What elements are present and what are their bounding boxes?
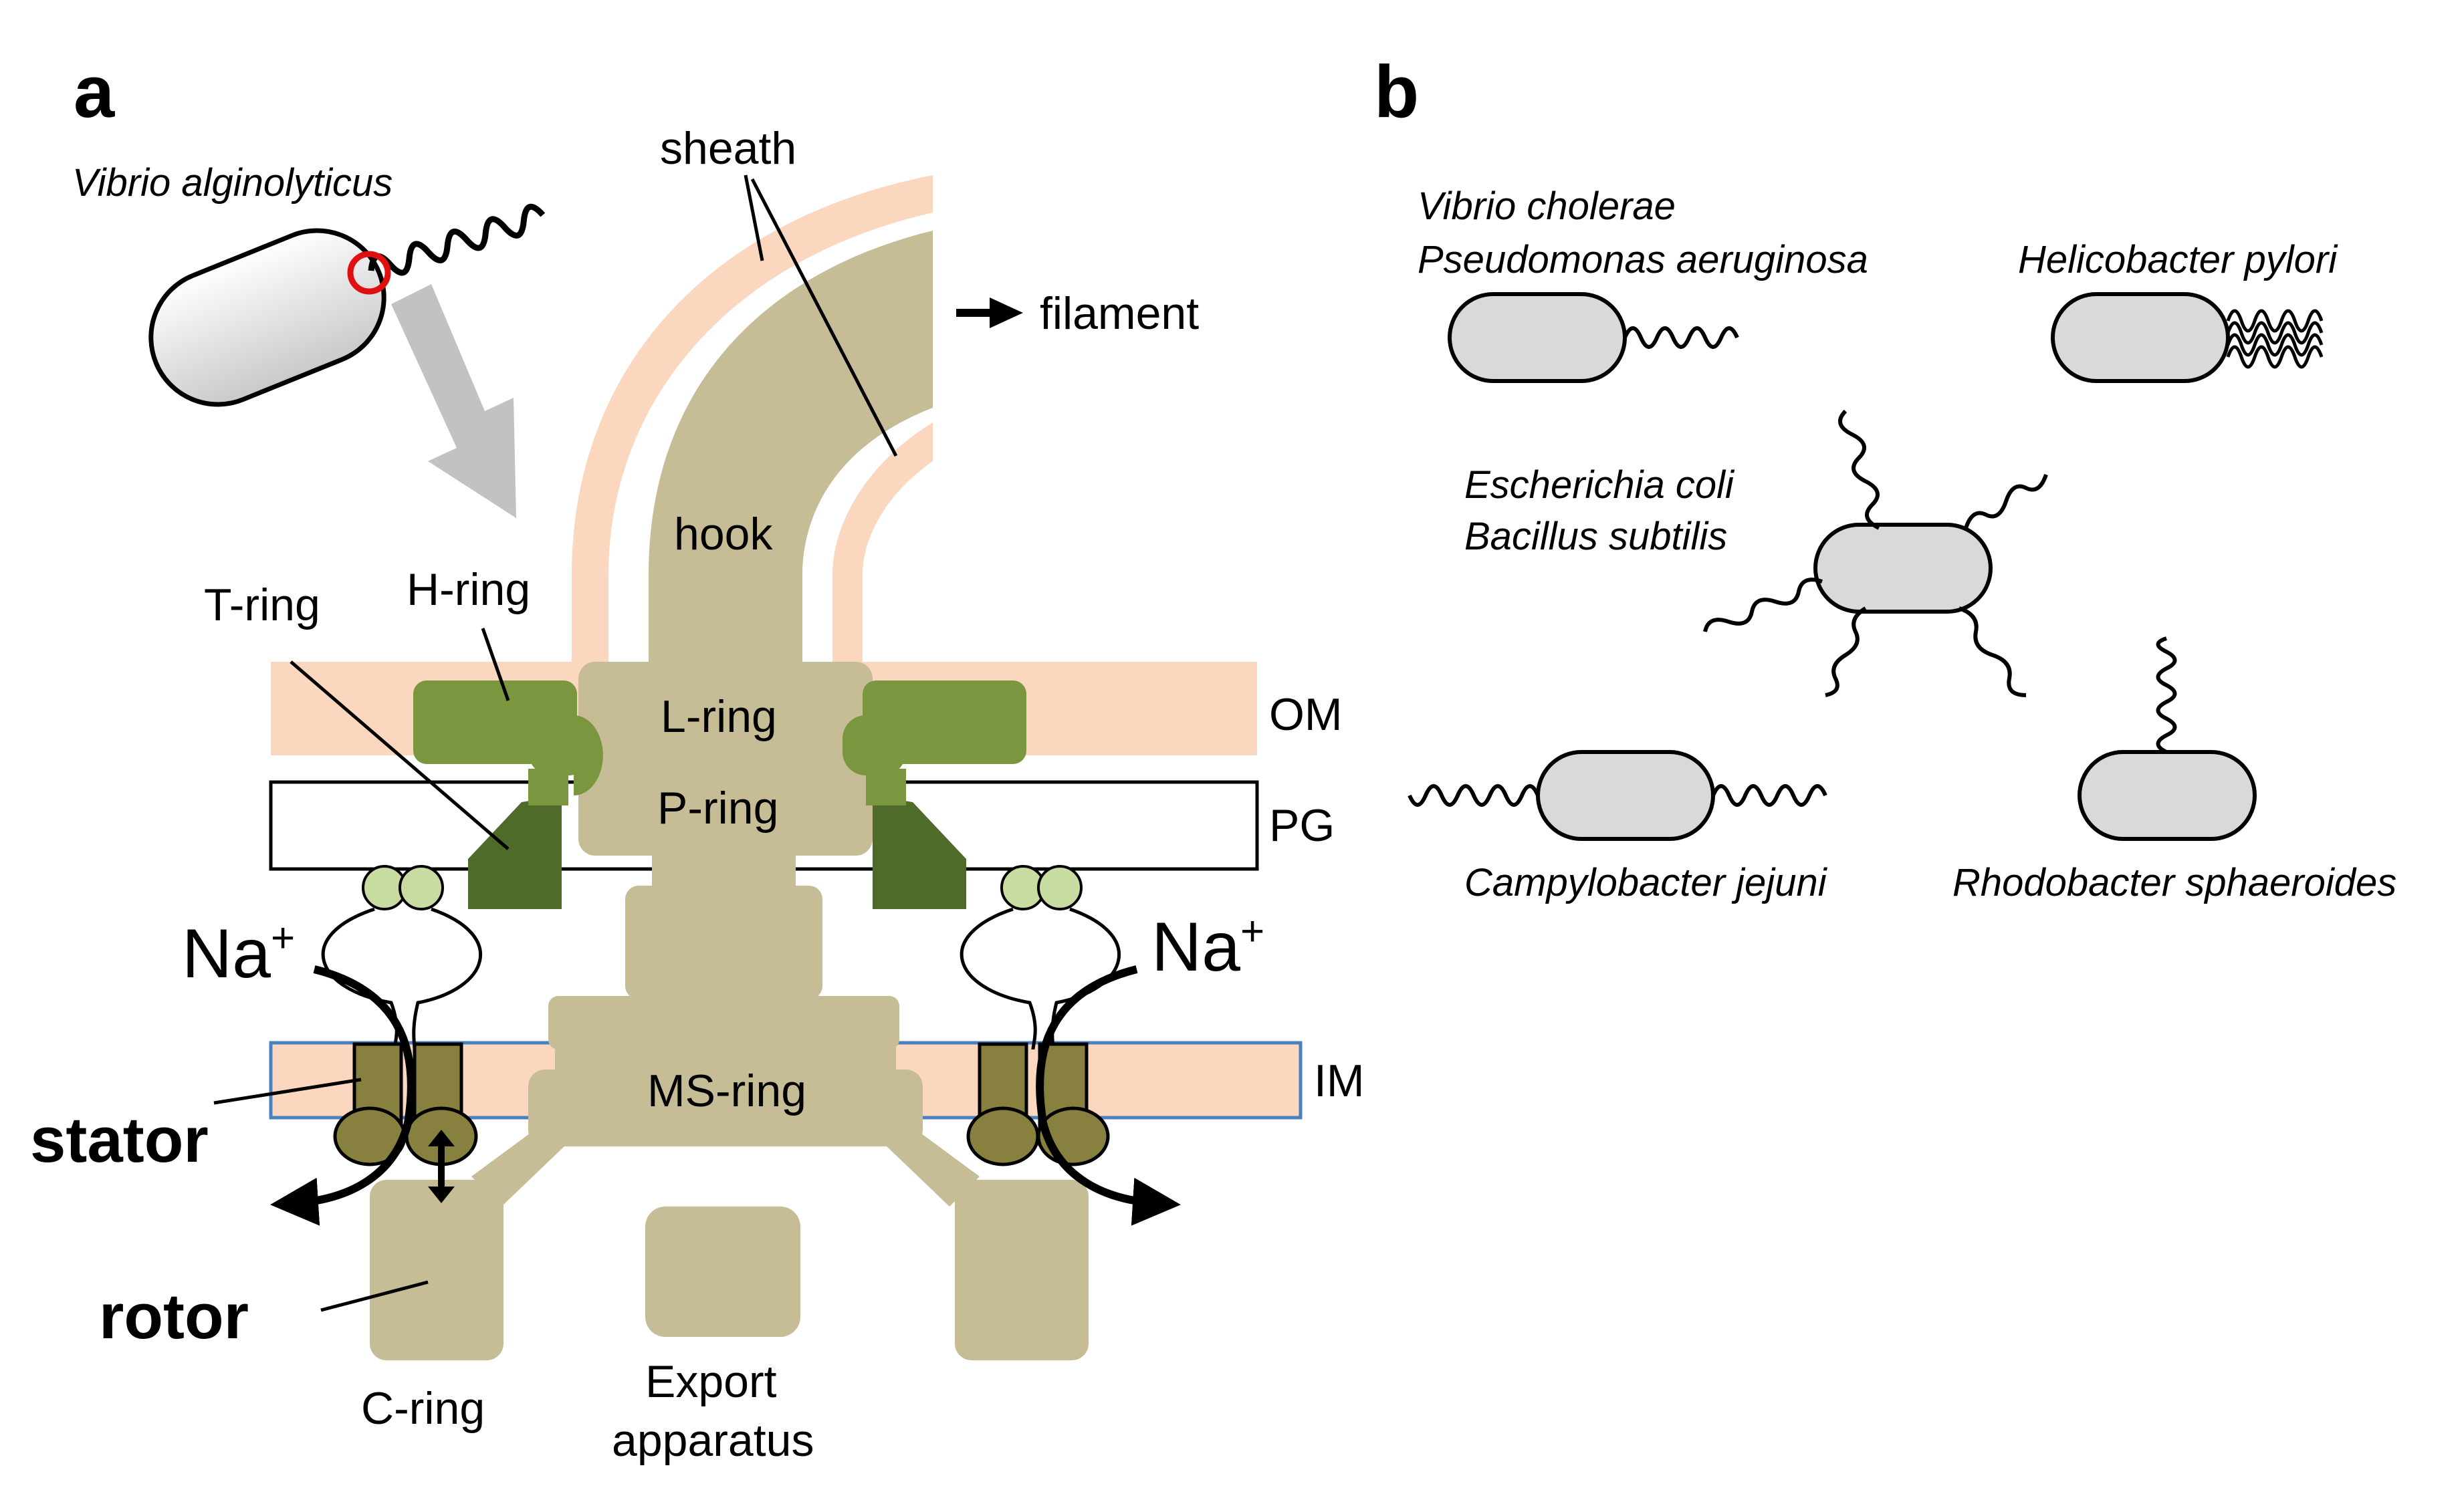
label-om: OM <box>1269 689 1343 740</box>
label-pg: PG <box>1269 800 1335 851</box>
t-ring-left <box>468 795 562 909</box>
species-pseudomonas: Pseudomonas aeruginosa <box>1418 238 1868 281</box>
lophotrichous-cell-icon <box>2051 292 2324 383</box>
panel-b-letter: b <box>1374 51 1419 133</box>
hook-shape <box>649 231 933 668</box>
label-na-left: Na+ <box>182 915 295 993</box>
label-hook: hook <box>674 509 773 559</box>
sheath-shape <box>572 175 933 662</box>
label-t-ring: T-ring <box>204 580 320 630</box>
species-bacillus: Bacillus subtilis <box>1464 515 1727 558</box>
monotrichous-cell-icon <box>1448 292 1739 383</box>
species-campylobacter: Campylobacter jejuni <box>1464 861 1828 904</box>
amphitrichous-cell-icon <box>1408 750 1827 841</box>
na-flow-right-arrow-icon <box>1036 965 1181 1226</box>
species-rhodobacter: Rhodobacter sphaeroides <box>1952 861 2396 904</box>
h-ring-right <box>843 680 1026 775</box>
species-helicobacter: Helicobacter pylori <box>2018 238 2338 281</box>
export-apparatus <box>645 1207 800 1337</box>
label-export: Export <box>645 1356 777 1407</box>
double-arrow-icon <box>428 1130 455 1203</box>
medial-flagellum-cell-icon <box>2078 636 2257 841</box>
na-flow-left-arrow-icon <box>270 965 415 1226</box>
c-ring-left <box>370 1180 503 1360</box>
label-na-right: Na+ <box>1151 908 1264 986</box>
label-im: IM <box>1314 1055 1365 1106</box>
leader-lines <box>213 174 898 1312</box>
label-ms-ring: MS-ring <box>647 1066 806 1116</box>
label-rotor: rotor <box>99 1281 249 1352</box>
vibrio-cell-icon <box>148 203 546 407</box>
label-h-ring: H-ring <box>407 564 530 615</box>
label-apparatus: apparatus <box>612 1415 814 1466</box>
species-vibrio-cholerae: Vibrio cholerae <box>1418 184 1676 228</box>
label-c-ring: C-ring <box>361 1383 485 1434</box>
t-ring-right <box>873 795 966 909</box>
label-filament: filament <box>1040 288 1199 339</box>
label-l-ring: L-ring <box>661 691 777 742</box>
species-vibrio-alginolyticus: Vibrio alginolyticus <box>72 161 393 205</box>
species-escherichia: Escherichia coli <box>1464 463 1735 507</box>
panel-a-letter: a <box>74 51 115 133</box>
label-stator: stator <box>30 1104 209 1176</box>
stator-left <box>321 865 483 1166</box>
filament-arrow-icon <box>956 297 1023 328</box>
c-ring-right <box>955 1180 1089 1360</box>
label-p-ring: P-ring <box>657 783 778 834</box>
zoom-arrow-icon <box>391 284 516 518</box>
h-ring-left <box>413 680 603 795</box>
peritrichous-cell-icon <box>1703 409 2048 697</box>
label-sheath: sheath <box>660 123 796 174</box>
